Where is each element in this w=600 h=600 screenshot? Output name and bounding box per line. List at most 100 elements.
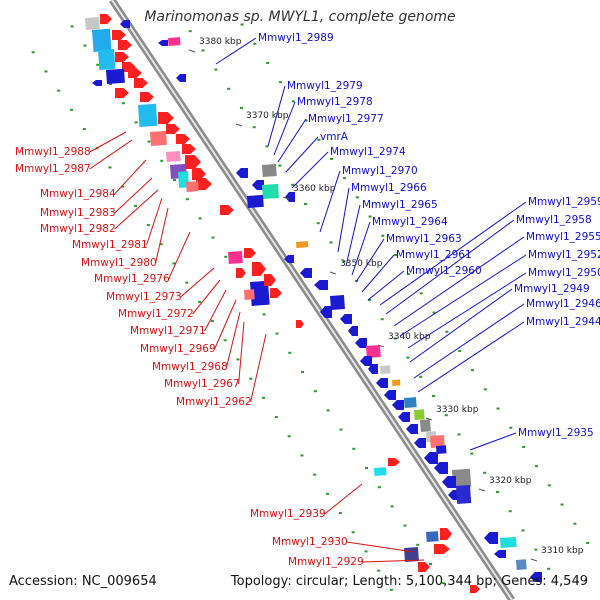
gene-label-reverse[interactable]: Mmwyl1_2977 [308, 113, 384, 125]
reverse-gene-arrow [236, 168, 248, 178]
gene-label-forward[interactable]: Mmwyl1_2983 [40, 207, 116, 219]
track-dot [364, 550, 368, 553]
gene-label-reverse[interactable]: Mmwyl1_2952 [528, 249, 600, 261]
gene-block [426, 531, 439, 542]
gene-label-reverse[interactable]: Mmwyl1_2950 [528, 267, 600, 279]
gene-label-reverse[interactable]: Mmwyl1_2989 [258, 32, 334, 44]
red-leader-line [250, 333, 267, 403]
gene-label-reverse[interactable]: Mmwyl1_2958 [516, 214, 592, 226]
gene-label-reverse[interactable]: Mmwyl1_2944 [526, 316, 600, 328]
track-dot [278, 164, 282, 167]
gene-label-forward[interactable]: Mmwyl1_2962 [176, 396, 252, 408]
track-dot [198, 300, 202, 303]
blue-leader-line [409, 288, 513, 363]
gene-label-reverse[interactable]: Mmwyl1_2959 [528, 196, 600, 208]
gene-label-forward[interactable]: Mmwyl1_2987 [15, 163, 91, 175]
gene-label-forward[interactable]: Mmwyl1_2981 [72, 239, 148, 251]
gene-label-reverse[interactable]: Mmwyl1_2946 [526, 298, 600, 310]
kbp-tick-mark [282, 196, 290, 200]
gene-label-reverse[interactable]: Mmwyl1_2955 [526, 231, 600, 243]
track-dot [441, 582, 445, 585]
red-leader-line [89, 131, 127, 153]
kbp-tick-label: 3360 kbp [293, 184, 336, 194]
track-dot [252, 126, 256, 129]
gene-label-forward[interactable]: Mmwyl1_2969 [140, 343, 216, 355]
gene-label-reverse[interactable]: Mmwyl1_2970 [342, 165, 418, 177]
track-dot [586, 541, 590, 544]
forward-gene-arrow [236, 268, 246, 278]
gene-block [516, 559, 527, 570]
genome-backbone-highlight [111, 0, 513, 600]
track-dot [108, 166, 112, 169]
track-dot [236, 358, 240, 361]
track-dot [419, 292, 423, 295]
track-dot [495, 491, 499, 493]
gene-block [414, 409, 425, 420]
gene-label-reverse[interactable]: Mmwyl1_2960 [406, 265, 482, 277]
reverse-gene-arrow [376, 378, 388, 388]
reverse-gene-arrow [252, 180, 264, 190]
gene-label-forward[interactable]: Mmwyl1_2929 [288, 556, 364, 568]
gene-label-forward[interactable]: Mmwyl1_2982 [40, 223, 116, 235]
reverse-gene-arrow [494, 550, 506, 558]
gene-block [186, 181, 199, 192]
track-dot [351, 531, 355, 534]
gene-label-reverse[interactable]: Mmwyl1_2979 [287, 80, 363, 92]
reverse-gene-arrow [320, 306, 332, 318]
gene-label-reverse[interactable]: Mmwyl1_2965 [362, 199, 438, 211]
track-dot [547, 484, 551, 487]
gene-label-reverse[interactable]: Mmwyl1_2974 [330, 146, 406, 158]
gene-block [404, 547, 419, 562]
gene-label-reverse[interactable]: Mmwyl1_2935 [518, 427, 594, 439]
track-dot [313, 473, 317, 476]
gene-label-forward[interactable]: Mmwyl1_2972 [118, 308, 194, 320]
red-leader-line [324, 483, 363, 515]
track-dot [431, 395, 435, 397]
gene-label-forward[interactable]: Mmwyl1_2973 [106, 291, 182, 303]
track-dot [288, 351, 292, 354]
gene-label-reverse[interactable]: Mmwyl1_2963 [386, 233, 462, 245]
track-dot [109, 83, 113, 85]
gene-block [456, 485, 472, 504]
gene-label-forward[interactable]: Mmwyl1_2971 [130, 325, 206, 337]
gene-label-reverse[interactable]: Mmwyl1_2966 [351, 182, 427, 194]
track-dot [326, 492, 330, 495]
kbp-tick-label: 3330 kbp [436, 405, 479, 415]
track-dot [188, 30, 192, 33]
genome-title: Marinomonas sp. MWYL1, complete genome [144, 9, 456, 25]
gene-label-reverse[interactable]: Mmwyl1_2978 [297, 96, 373, 108]
gene-label-reverse[interactable]: vmrA [320, 131, 349, 143]
blue-leader-line [393, 236, 525, 327]
gene-label-forward[interactable]: Mmwyl1_2967 [164, 378, 240, 390]
gene-label-forward[interactable]: Mmwyl1_2980 [81, 257, 157, 269]
track-dot [121, 102, 125, 105]
gene-label-forward[interactable]: Mmwyl1_2939 [250, 508, 326, 520]
blue-leader-line [355, 238, 385, 283]
track-dot [403, 524, 407, 527]
red-leader-line [226, 311, 241, 368]
track-dot [508, 510, 512, 513]
topology-text: Topology: circular; Length: 5,100,344 bp… [230, 574, 588, 589]
gene-label-reverse[interactable]: Mmwyl1_2961 [396, 249, 472, 261]
red-leader-line [180, 267, 215, 298]
gene-label-forward[interactable]: Mmwyl1_2988 [15, 146, 91, 158]
track-dot [31, 51, 35, 54]
track-dot [429, 563, 433, 565]
gene-label-reverse[interactable]: Mmwyl1_2949 [514, 283, 590, 295]
reverse-gene-arrow [368, 364, 378, 374]
track-dot [390, 505, 394, 508]
red-leader-line [192, 279, 221, 315]
gene-label-reverse[interactable]: Mmwyl1_2964 [372, 216, 448, 228]
gene-label-forward[interactable]: Mmwyl1_2968 [152, 361, 228, 373]
track-dot [185, 198, 189, 201]
gene-block [366, 345, 381, 358]
gene-label-forward[interactable]: Mmwyl1_2976 [94, 273, 170, 285]
track-dot [224, 255, 228, 258]
forward-gene-arrow [244, 248, 256, 258]
forward-gene-arrow [434, 544, 450, 554]
blue-leader-line [469, 432, 517, 451]
gene-label-forward[interactable]: Mmwyl1_2930 [272, 536, 348, 548]
feature-track-dots [31, 23, 590, 591]
track-dot [300, 454, 304, 457]
gene-label-forward[interactable]: Mmwyl1_2984 [40, 188, 116, 200]
